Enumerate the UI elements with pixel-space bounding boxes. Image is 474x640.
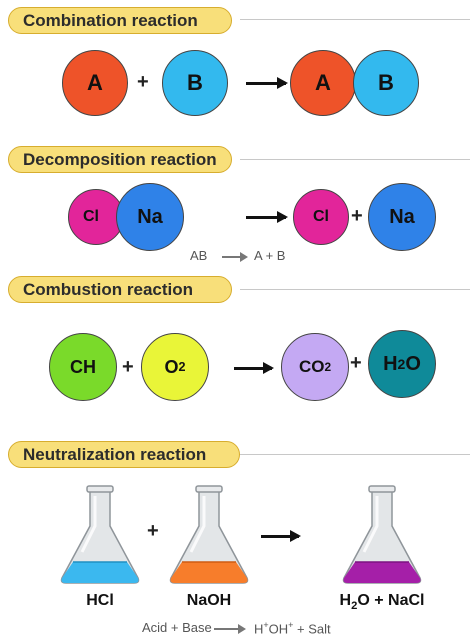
flask-hcl-icon (60, 485, 140, 584)
reaction-arrow (246, 77, 288, 89)
reaction-arrow (261, 530, 301, 542)
co2-subscript: 2 (324, 360, 332, 374)
h2o-o: O (405, 352, 421, 375)
co2-symbol: CO (298, 357, 325, 376)
flask-hcl-label: HCl (86, 592, 114, 609)
atom-a: A (62, 50, 128, 116)
reaction-arrow (246, 211, 288, 223)
atom-cl: Cl (68, 189, 124, 245)
plus-sign: + (351, 205, 363, 227)
product-h: H (339, 592, 352, 609)
decomposition-title: Decomposition reaction (8, 146, 232, 173)
eq-sup1: + (263, 620, 269, 630)
atom-na-product: Na (368, 183, 436, 251)
equation-arrow (222, 252, 248, 262)
atom-cl-product: Cl (293, 189, 349, 245)
atom-a-product: A (290, 50, 356, 116)
section-divider (240, 289, 470, 290)
atom-na: Na (116, 183, 184, 251)
section-divider (240, 454, 470, 455)
flask-product-icon (342, 485, 422, 584)
product-subscript: 2 (351, 600, 358, 613)
eq-h: H (254, 621, 264, 637)
molecule-ch: CH (49, 333, 117, 401)
combustion-title: Combustion reaction (8, 276, 232, 303)
product-rest: O + NaCl (357, 592, 425, 609)
eq-sup2: + (288, 620, 294, 630)
plus-sign: + (122, 356, 134, 378)
plus-sign: + (137, 71, 149, 93)
h2o-subscript: 2 (397, 356, 406, 372)
neutralization-title: Neutralization reaction (8, 441, 240, 468)
neutralization-equation-left: Acid + Base (142, 620, 212, 635)
neutralization-equation-right: H+OH+ + Salt (254, 620, 331, 636)
atom-b-product: B (353, 50, 419, 116)
plus-sign: + (147, 520, 159, 542)
equation-right: A + B (254, 248, 286, 263)
product-label: H2O + NaCl (320, 592, 444, 612)
atom-b: B (162, 50, 228, 116)
flask-naoh-icon (169, 485, 249, 584)
section-divider (240, 159, 470, 160)
h2o-h: H (383, 352, 398, 375)
flask-naoh-label: NaOH (186, 592, 232, 609)
equation-arrow (214, 624, 246, 634)
o2-subscript: 2 (178, 360, 186, 374)
section-divider (240, 19, 470, 20)
eq-rest: + Salt (293, 621, 331, 637)
o2-symbol: O (164, 356, 179, 377)
combination-title: Combination reaction (8, 7, 232, 34)
reaction-arrow (234, 362, 274, 374)
eq-oh: OH (268, 621, 289, 637)
plus-sign: + (350, 352, 362, 374)
equation-left: AB (190, 248, 208, 263)
